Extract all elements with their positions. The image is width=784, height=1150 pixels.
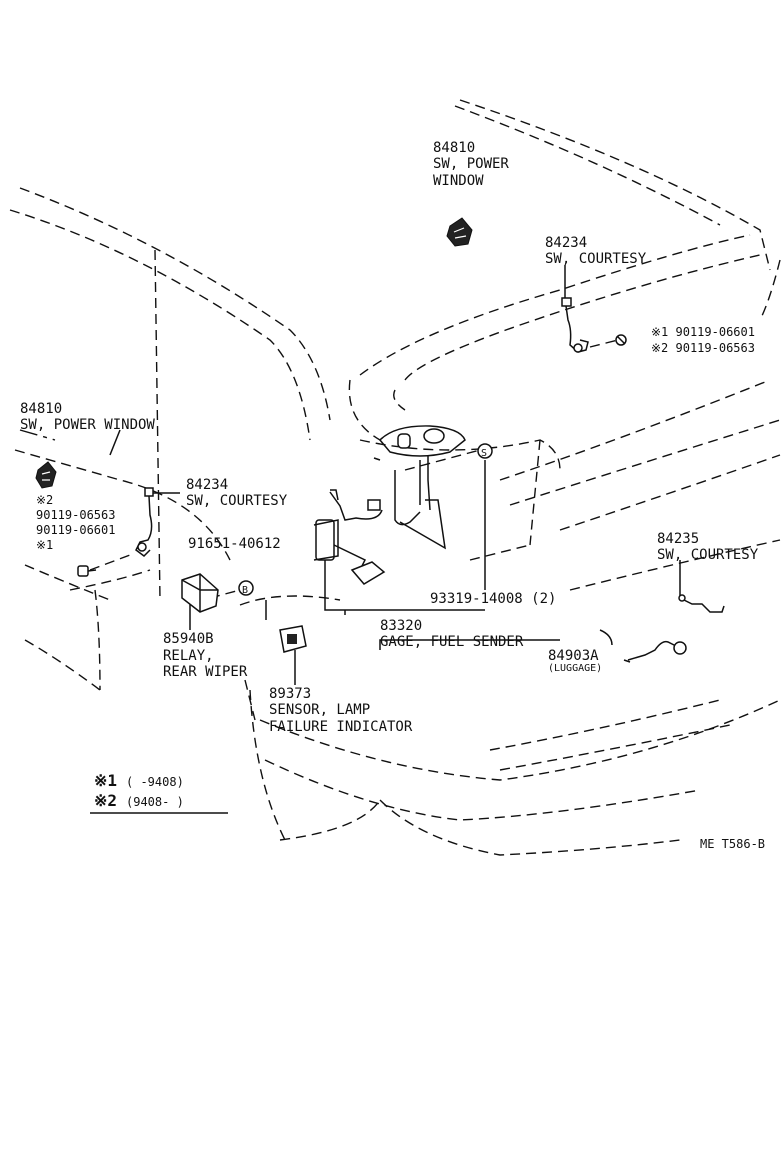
power-window-left-part-no: 84810 [20, 401, 62, 417]
screw-left-line2: 90119-06563 [36, 508, 115, 522]
luggage-name: (LUGGAGE) [548, 663, 602, 674]
power-window-switch-top [446, 217, 473, 247]
screw-left-line3: 90119-06601 [36, 523, 115, 537]
courtesy-switch-left [135, 487, 154, 557]
leader-lines [89, 265, 681, 685]
legend-row2-range: (9408- ) [126, 795, 184, 809]
relay-rear-wiper [181, 573, 219, 613]
screw-left-line1: ※2 [36, 493, 53, 507]
legend-row2-mark: ※2 [94, 791, 117, 810]
screw-left [77, 565, 97, 577]
relay-line1: RELAY, [163, 648, 214, 664]
power-window-top-line1: SW, POWER [433, 156, 509, 172]
bolt-b-marker: B [238, 580, 254, 596]
screw-top-line2: ※2 90119-06563 [651, 341, 755, 355]
s-marker-label: S [481, 448, 487, 459]
courtesy-mid-part-no: 84234 [186, 477, 228, 493]
sensor-line1: SENSOR, LAMP [269, 702, 370, 718]
courtesy-top-name: SW, COURTESY [545, 251, 647, 267]
gage-part-no: 83320 [380, 618, 422, 634]
callout-labels: 84810 SW, POWER WINDOW 84234 SW, COURTES… [20, 140, 759, 735]
b-marker-label: B [242, 585, 248, 596]
courtesy-switch-top [561, 297, 589, 353]
legend-row1-range: ( -9408) [126, 775, 184, 789]
luggage-switch [623, 640, 687, 663]
screw-left-line4: ※1 [36, 538, 53, 552]
legend: ※1 ( -9408) ※2 (9408- ) [90, 771, 228, 814]
courtesy-top-part-no: 84234 [545, 235, 587, 251]
screw-s-marker: S [477, 443, 493, 459]
power-window-left-name: SW, POWER WINDOW [20, 417, 155, 433]
screw-top [615, 334, 627, 346]
relay-part-no: 85940B [163, 631, 214, 647]
courtesy-mid-name: SW, COURTESY [186, 493, 288, 509]
bolt-part-no: 91651-40612 [188, 536, 281, 552]
power-window-top-part-no: 84810 [433, 140, 475, 156]
sensor-part-no: 89373 [269, 686, 311, 702]
power-window-top-line2: WINDOW [433, 173, 484, 189]
relay-line2: REAR WIPER [163, 664, 248, 680]
screw-s-part-no: 93319-14008 (2) [430, 591, 556, 607]
body-outline [9, 99, 781, 856]
sensor-lamp-failure [279, 625, 307, 653]
courtesy-switch-right [678, 594, 725, 613]
fuel-sender-gage [313, 489, 386, 585]
courtesy-right-part-no: 84235 [657, 531, 699, 547]
diagram-code: ME T586-B [700, 837, 765, 851]
power-window-switch-left [35, 461, 57, 489]
courtesy-right-name: SW, COURTESY [657, 547, 759, 563]
sensor-line2: FAILURE INDICATOR [269, 719, 413, 735]
legend-row1-mark: ※1 [94, 771, 117, 790]
gage-name: GAGE, FUEL SENDER [380, 634, 524, 650]
screw-top-line1: ※1 90119-06601 [651, 325, 755, 339]
luggage-part-no: 84903A [548, 648, 599, 664]
fuel-tank-neck [373, 425, 466, 550]
